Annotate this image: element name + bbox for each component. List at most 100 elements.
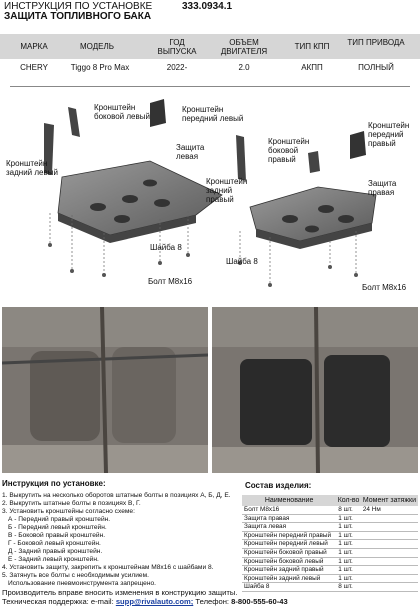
spec-col-brand: МАРКА <box>20 42 48 51</box>
doc-title: ЗАЩИТА ТОПЛИВНОГО БАКА <box>4 11 152 22</box>
instructions-title: Инструкция по установке: <box>2 479 106 488</box>
doc-type: ИНСТРУКЦИЯ ПО УСТАНОВКЕ <box>4 1 153 12</box>
bracket-side-right-part <box>308 151 320 173</box>
spec-header-band <box>0 34 420 59</box>
instruction-line: Е - Задний левый кронштейн. <box>8 556 99 563</box>
instruction-line: 2. Выкрутить штатные болты в позициях В,… <box>2 500 141 507</box>
kit-contents: Состав изделия: Наименование Кол-во Моме… <box>242 481 418 592</box>
doc-footer: Производитель вправе вносить изменения в… <box>2 588 418 606</box>
label-washer-right: Шайба 8 <box>226 257 258 266</box>
guard-left-part <box>57 160 223 243</box>
instruction-line: 4. Установить защиту, закрепить к кроншт… <box>2 564 214 571</box>
item-qty: 1 шт. <box>336 531 361 541</box>
photo-before-image <box>2 307 208 473</box>
item-torque <box>360 514 418 524</box>
instruction-line: Д - Задний правый кронштейн. <box>8 548 103 555</box>
item-qty: 1 шт. <box>336 539 361 549</box>
item-torque <box>360 582 418 592</box>
item-torque <box>360 539 418 549</box>
label-bracket-side-right: Кронштейн боковой правый <box>268 137 310 164</box>
item-qty: 1 шт. <box>336 548 361 558</box>
item-torque <box>360 548 418 558</box>
label-bolt-left: Болт М8х16 <box>148 277 193 286</box>
item-torque <box>360 531 418 541</box>
instruction-line: В - Боковой правый кронштейн. <box>8 532 106 539</box>
item-torque <box>360 557 418 567</box>
item-qty: 1 шт. <box>336 522 361 532</box>
contents-header-name: Наименование <box>242 495 337 506</box>
phone-label: Телефон: <box>195 597 230 606</box>
item-qty: 1 шт. <box>336 574 361 584</box>
doc-header: ИНСТРУКЦИЯ ПО УСТАНОВКЕ ЗАЩИТА ТОПЛИВНОГ… <box>4 1 416 23</box>
item-torque: 24 Нм <box>360 506 418 515</box>
bracket-side-left-part <box>68 107 80 137</box>
label-guard-left: Защита левая <box>176 143 205 161</box>
instruction-line: Г - Боковой левый кронштейн. <box>8 540 101 547</box>
spec-year: 2022- <box>166 63 188 72</box>
item-qty: 1 шт. <box>336 514 361 524</box>
spec-engine: 2.0 <box>238 63 250 72</box>
label-bracket-side-left: Кронштейн боковой левый <box>94 103 150 121</box>
spec-model: Tiggo 8 Pro Max <box>70 63 130 72</box>
item-name: Кронштейн передний левый <box>242 539 337 549</box>
spec-col-model: МОДЕЛЬ <box>80 42 114 51</box>
instruction-line: 3. Установить кронштейны согласно схеме: <box>2 508 135 515</box>
spec-drive: ПОЛНЫЙ <box>358 63 394 72</box>
bracket-front-left-part <box>150 99 166 127</box>
instruction-line: Использование пневмоинструмента запрещен… <box>8 580 156 587</box>
label-bracket-front-left: Кронштейн передний левый <box>182 105 244 123</box>
spec-col-gearbox: ТИП КПП <box>294 42 330 51</box>
assembly-drawing <box>44 99 377 287</box>
assembly-diagram: Кронштейн боковой левый Кронштейн передн… <box>0 95 420 305</box>
instruction-line: Б - Передний левый кронштейн. <box>8 524 107 531</box>
item-name: Кронштейн передний правый <box>242 531 337 541</box>
bracket-rear-left-part <box>44 123 54 175</box>
spec-col-year: ГОД ВЫПУСКА <box>157 38 197 56</box>
bracket-front-right-part <box>350 131 366 159</box>
bolt-lines-right <box>239 231 357 285</box>
photo-after <box>212 307 418 473</box>
photo-after-image <box>212 307 418 473</box>
bolts-right <box>238 261 358 287</box>
support-line: Техническая поддержка: e-mail: supp@riva… <box>2 597 418 606</box>
label-bracket-front-right: Кронштейн передний правый <box>368 121 410 148</box>
label-washer-left: Шайба 8 <box>150 243 182 252</box>
item-name: Кронштейн задний правый <box>242 565 337 575</box>
item-name: Кронштейн боковой левый <box>242 557 337 567</box>
install-instructions: Инструкция по установке: 1. Выкрутить на… <box>2 480 238 588</box>
item-torque <box>360 522 418 532</box>
spec-col-engine: ОБЪЕМ ДВИГАТЕЛЯ <box>220 38 268 56</box>
disclaimer: Производитель вправе вносить изменения в… <box>2 588 238 597</box>
photo-before <box>2 307 208 473</box>
item-qty: 1 шт. <box>336 557 361 567</box>
install-photos <box>0 307 420 473</box>
support-label: Техническая поддержка: e-mail: <box>2 597 114 606</box>
label-bracket-rear-left: Кронштейн задний левый <box>6 159 58 177</box>
item-name: Защита левая <box>242 522 337 532</box>
item-torque <box>360 565 418 575</box>
contents-header-qty: Кол-во <box>336 495 361 506</box>
instruction-line: А - Передний правый кронштейн. <box>8 516 111 523</box>
item-name: Кронштейн боковой правый <box>242 548 337 558</box>
item-name: Шайба 8 <box>242 582 337 592</box>
contents-title: Состав изделия: <box>245 481 312 490</box>
vehicle-spec-table: МАРКА МОДЕЛЬ ГОД ВЫПУСКА ОБЪЕМ ДВИГАТЕЛЯ… <box>0 34 420 92</box>
instruction-line: 5. Затянуть все болты с необходимым усил… <box>2 572 149 579</box>
contents-header-torque: Момент затяжки <box>360 495 418 506</box>
spec-brand: CHERY <box>20 63 48 72</box>
support-phone[interactable]: 8-800-555-60-43 <box>231 597 288 606</box>
bolt-lines-left <box>49 211 189 275</box>
support-email-link[interactable]: supp@rivalauto.com; <box>115 597 194 606</box>
item-name: Болт М8х16 <box>242 506 337 515</box>
bolts-left <box>48 243 190 277</box>
instruction-line: 1. Выкрутить на несколько оборотов штатн… <box>2 492 231 499</box>
